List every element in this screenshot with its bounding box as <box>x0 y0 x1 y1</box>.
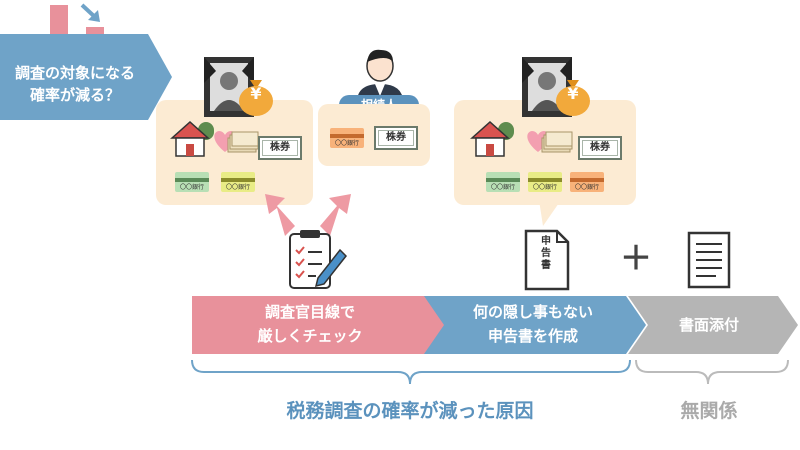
arrow-up-right-icon <box>320 194 351 236</box>
tax-return-char-3: 書 <box>541 260 551 271</box>
step-1-line1: 調査官目線で <box>264 303 355 321</box>
bankbook-label: 〇〇銀行 <box>225 184 250 191</box>
bankbook-yellow-right: 〇〇銀行 <box>528 172 562 192</box>
step-2-line2: 申告書を作成 <box>487 327 578 345</box>
pink-arrows <box>265 194 351 236</box>
plus-sign: ＋ <box>619 239 652 277</box>
step-1-shape <box>192 296 444 354</box>
step-2-shape <box>408 296 646 354</box>
arrow-up-left-icon <box>265 194 295 236</box>
step-1-line2: 厳しくチェック <box>257 327 363 345</box>
tax-return-char-1: 申 <box>541 236 551 247</box>
process-banner <box>192 296 798 354</box>
bankbook-green-right: 〇〇銀行 <box>486 172 520 192</box>
down-arrow-icon-head <box>88 10 100 22</box>
house-icon <box>170 120 214 157</box>
bankbook-label: 〇〇銀行 <box>334 140 359 147</box>
bankbook-green-left: 〇〇銀行 <box>175 172 209 192</box>
bankbook-label: 〇〇銀行 <box>532 184 557 191</box>
stock-certificate-right: 株券 <box>578 136 622 160</box>
money-bag-icon <box>239 80 273 116</box>
bankbook-yellow-left: 〇〇銀行 <box>221 172 255 192</box>
bankbook-label: 〇〇銀行 <box>490 184 515 191</box>
attached-document-icon <box>687 231 731 289</box>
yen-symbol-right: ¥ <box>567 84 579 103</box>
stock-label-right: 株券 <box>590 142 610 153</box>
bankbook-label: 〇〇銀行 <box>179 184 204 191</box>
stock-label-left: 株券 <box>270 142 290 153</box>
stock-certificate-heir: 株券 <box>374 126 418 150</box>
braces <box>191 359 789 385</box>
step-2-line1: 何の隠し事もない <box>472 303 593 321</box>
tax-return-char-2: 告 <box>541 248 551 259</box>
bankbook-orange-heir: 〇〇銀行 <box>330 128 364 148</box>
cash-stack-icon-right <box>541 131 573 153</box>
checklist-clipboard-icon <box>289 230 348 289</box>
step-3-shape <box>628 296 798 354</box>
caption-unrelated: 無関係 <box>680 400 738 422</box>
top-badge-line1: 調査の対象になる <box>14 64 135 82</box>
top-badge-line2: 確率が減る？ <box>29 86 120 104</box>
bubble-tail <box>539 200 561 226</box>
deceased-portrait-icon <box>204 57 254 117</box>
bankbook-label: 〇〇銀行 <box>574 184 599 191</box>
stock-certificate-left: 株券 <box>258 136 302 160</box>
step-2-text: 何の隠し事もない 申告書を作成 <box>428 300 638 348</box>
right-brace <box>635 359 789 385</box>
step-1-text: 調査官目線で 厳しくチェック <box>192 300 428 348</box>
money-bag-icon-right <box>556 80 590 116</box>
step-3-text: 書面添付 <box>678 316 739 334</box>
pen-icon <box>314 248 348 288</box>
bankbook-orange-right: 〇〇銀行 <box>570 172 604 192</box>
caption-cause: 税務調査の確率が減った原因 <box>286 400 534 422</box>
top-badge-shape <box>0 34 172 120</box>
top-badge-text: 調査の対象になる 確率が減る？ <box>0 62 150 106</box>
house-icon-right <box>470 120 514 157</box>
tax-return-label: 申 告 書 <box>536 236 556 272</box>
tax-return-document-icon <box>524 229 570 291</box>
top-badge-graphic <box>0 3 172 120</box>
yen-symbol-left: ¥ <box>250 84 262 103</box>
stock-label-heir: 株券 <box>386 132 406 143</box>
left-brace <box>191 359 631 385</box>
cash-stack-icon <box>227 131 259 153</box>
